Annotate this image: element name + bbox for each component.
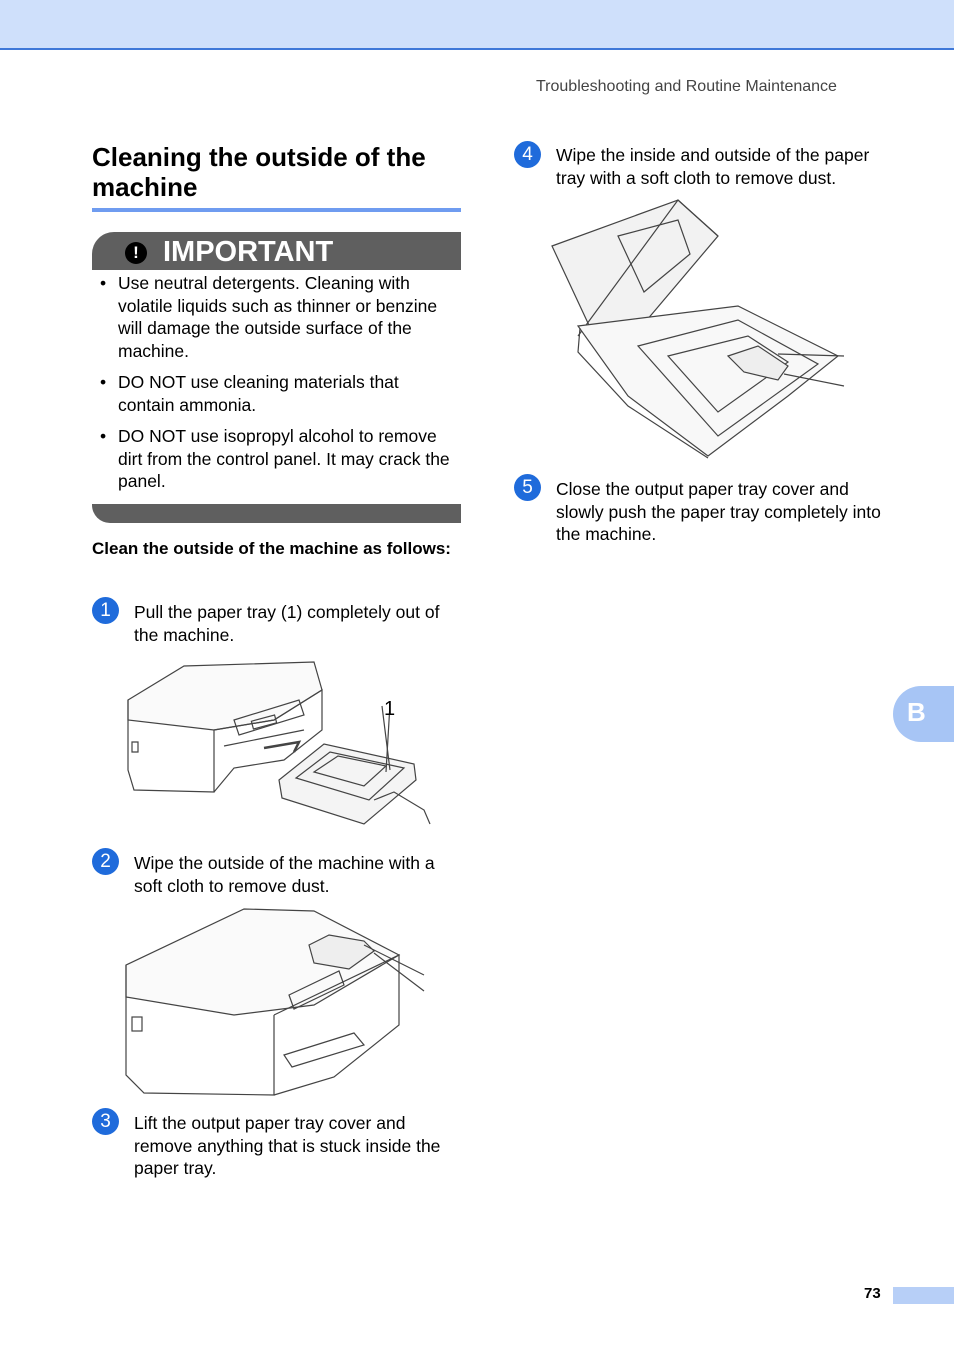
instructions-heading: Clean the outside of the machine as foll… [92,539,451,558]
important-banner [92,232,461,270]
important-end-bar [92,504,461,523]
bullet-item: • DO NOT use isopropyl alcohol to remove … [100,425,460,493]
running-header: Troubleshooting and Routine Maintenance [536,78,837,95]
step-4-text: Wipe the inside and outside of the paper… [556,145,870,188]
bullet-dot: • [100,372,107,392]
step-1-number: 1 [92,597,119,624]
important-bullet-list: • Use neutral detergents. Cleaning with v… [100,272,460,502]
step-4-number: 4 [514,141,541,168]
bullet-text: DO NOT use cleaning materials that conta… [118,372,399,415]
bullet-text: DO NOT use isopropyl alcohol to remove d… [118,426,450,491]
bullet-dot: • [100,426,107,446]
step-5-text: Close the output paper tray cover and sl… [556,479,881,544]
bullet-text: Use neutral detergents. Cleaning with vo… [118,273,438,361]
step-5-number: 5 [514,474,541,501]
title-underline [92,208,461,212]
step-2-number: 2 [92,848,119,875]
figure-pull-paper-tray: 1 [127,661,431,825]
chapter-side-tab [893,686,954,742]
page-number-bar [893,1287,954,1304]
exclamation-icon: ! [125,242,147,264]
step-1-text: Pull the paper tray (1) completely out o… [134,602,440,645]
bullet-item: • DO NOT use cleaning materials that cont… [100,371,460,416]
chapter-side-tab-label: B [907,697,926,727]
step-3-text: Lift the output paper tray cover and rem… [134,1113,441,1178]
section-title: Cleaning the outside of the machine [92,142,426,202]
step-3-number: 3 [92,1108,119,1135]
step-2-text: Wipe the outside of the machine with a s… [134,853,435,896]
figure-wipe-outside [125,908,425,1096]
figure-wipe-paper-tray [551,199,845,459]
top-header-band [0,0,954,50]
bullet-item: • Use neutral detergents. Cleaning with v… [100,272,460,362]
page-number: 73 [864,1285,881,1302]
bullet-dot: • [100,273,107,293]
important-label: IMPORTANT [163,236,334,268]
figure-1-callout: 1 [384,698,395,720]
